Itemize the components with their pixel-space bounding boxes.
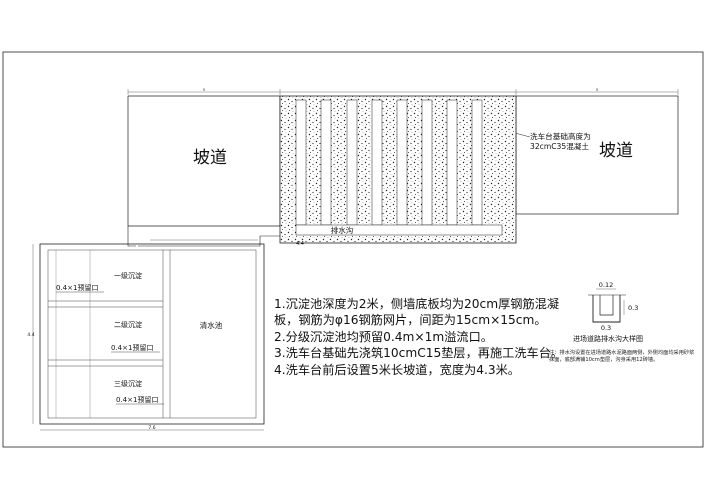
sheet-frame bbox=[2, 51, 704, 448]
detail-dim-bottom: 0.3 bbox=[601, 324, 611, 332]
settlement-tanks: 7.6 4.4 bbox=[27, 243, 265, 431]
ditch-detail bbox=[588, 288, 626, 323]
wash-base-leader bbox=[514, 132, 531, 138]
ramp-right-label: 坡道 bbox=[599, 141, 633, 161]
clear-tank-label: 清水池 bbox=[200, 320, 223, 330]
drain-pipe: 4.4 bbox=[127, 226, 304, 247]
construction-notes: 1.沉淀池深度为2米，侧墙底板均为20cm厚钢筋混凝板，钢筋为φ16钢筋网片，间… bbox=[274, 296, 564, 378]
drain-length-dim: 4.4 bbox=[296, 241, 304, 247]
note-1: 1.沉淀池深度为2米，侧墙底板均为20cm厚钢筋混凝板，钢筋为φ16钢筋网片，间… bbox=[274, 297, 560, 328]
tank3-label: 三级沉淀 bbox=[114, 379, 142, 388]
note-2: 2.分级沉淀池均预留0.4m×1m溢流口。 bbox=[274, 329, 493, 344]
ramp-left-dim: 5 bbox=[203, 88, 205, 92]
overflow1-label: 0.4×1预留口 bbox=[56, 283, 98, 292]
drain-ditch-label: 排水沟 bbox=[331, 225, 354, 235]
wash-platform bbox=[279, 91, 517, 244]
overflow3-label: 0.4×1预留口 bbox=[116, 395, 158, 404]
detail-note: 注：排水沟设置在进场道路水泥路面两侧，外侧均面均采用砂浆抹面，底部满铺10cm垫… bbox=[549, 350, 695, 363]
note-3: 3.洗车台基础先浇筑10cmC15垫层，再施工洗车台。 bbox=[274, 346, 564, 361]
overflow2-label: 0.4×1预留口 bbox=[111, 343, 153, 352]
tank2-label: 二级沉淀 bbox=[114, 320, 142, 329]
wash-base-note-line2: 32cmC35混凝土 bbox=[530, 141, 589, 151]
detail-dim-side: 0.3 bbox=[628, 304, 638, 312]
tank-height-dim: 4.4 bbox=[27, 332, 34, 338]
detail-dim-top: 0.12 bbox=[599, 281, 613, 289]
tank1-label: 一级沉淀 bbox=[114, 271, 142, 280]
right-ramp: 5 bbox=[515, 88, 679, 215]
tank-width-dim: 7.6 bbox=[148, 425, 155, 431]
ramp-left-label: 坡道 bbox=[193, 148, 227, 168]
note-4: 4.洗车台前后设置5米长坡道，宽度为4.3米。 bbox=[274, 362, 520, 377]
ramp-right-dim: 5 bbox=[596, 88, 598, 92]
wash-base-note-line1: 洗车台基础高度为 bbox=[530, 131, 591, 141]
detail-title: 进场道路排水沟大样图 bbox=[573, 334, 643, 343]
